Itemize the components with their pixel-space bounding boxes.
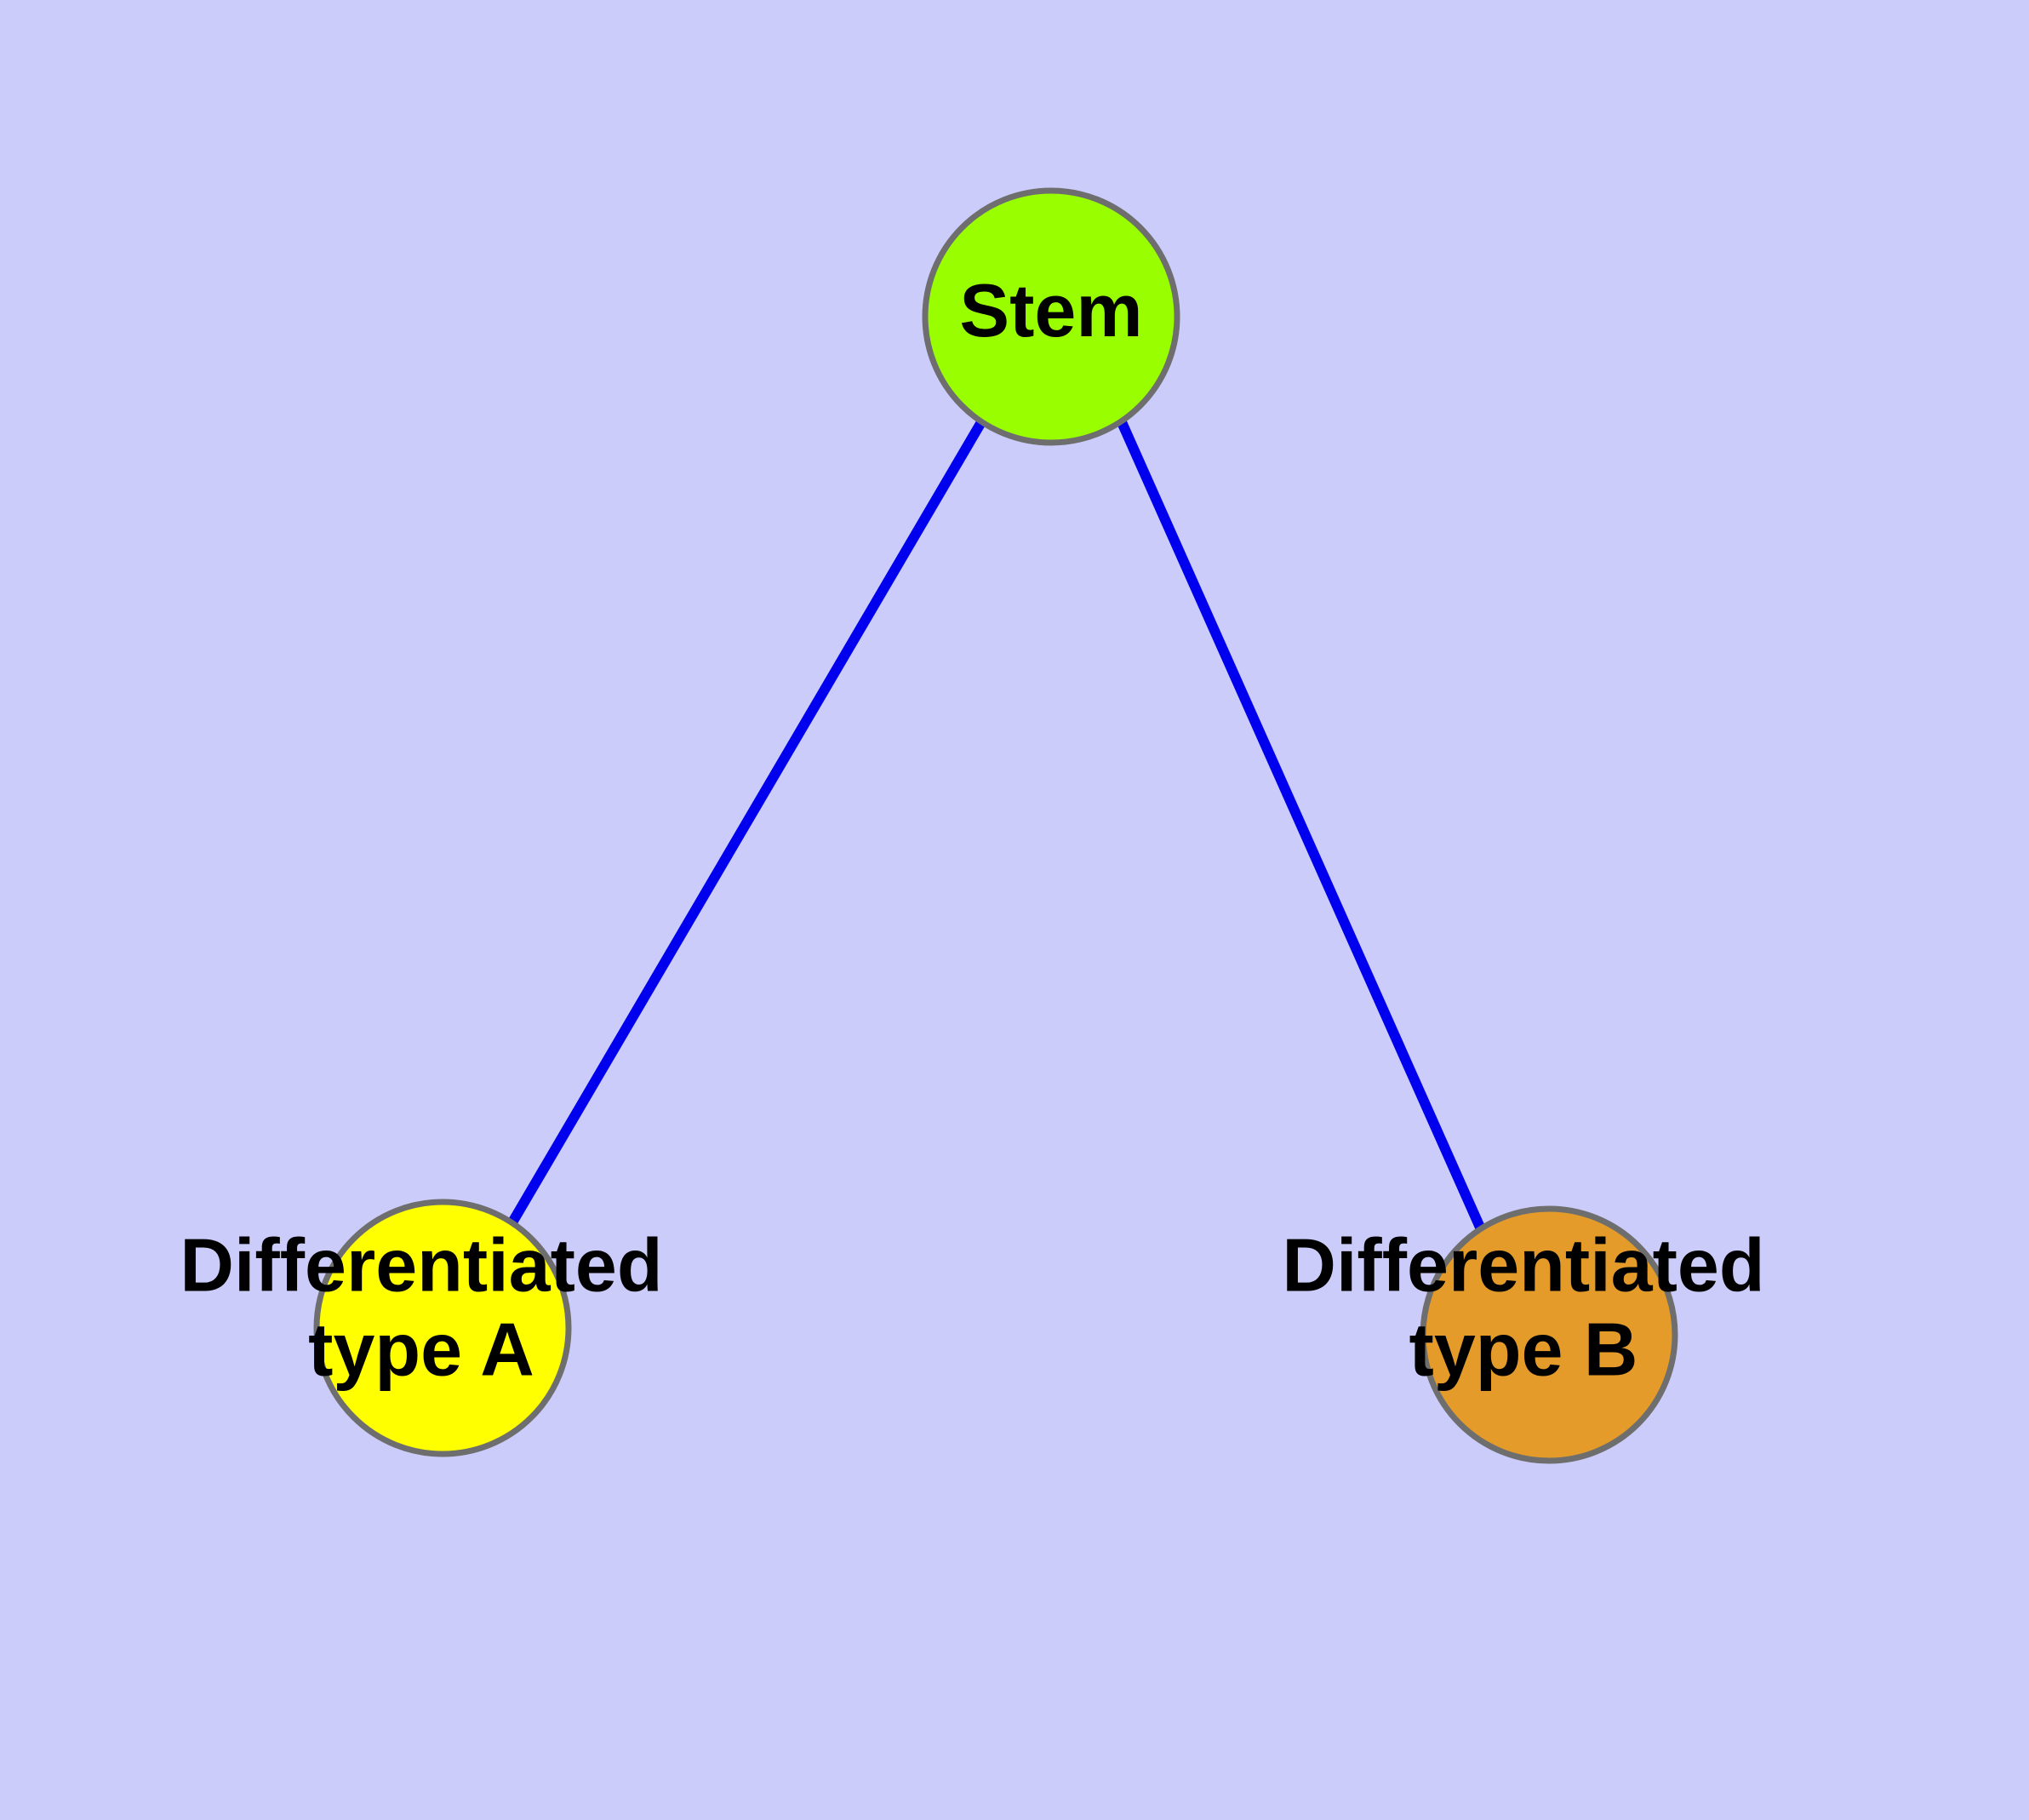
node-circle-diff-a[interactable] <box>313 1199 572 1457</box>
node-diff-a[interactable] <box>313 1199 572 1457</box>
node-label-stem: Stem <box>959 268 1142 352</box>
node-circle-diff-b[interactable] <box>1420 1205 1678 1464</box>
node-label-line: Stem <box>959 268 1142 352</box>
node-stem[interactable] <box>922 187 1180 446</box>
node-diff-b[interactable] <box>1420 1205 1678 1464</box>
node-label-line: Differentiated <box>180 1223 662 1308</box>
edge-stem-to-diff-a[interactable] <box>507 419 986 1226</box>
node-label-line: type B <box>1409 1308 1638 1392</box>
node-label-line: Differentiated <box>1282 1223 1764 1308</box>
edges-group <box>507 419 1486 1232</box>
node-label-line: type A <box>308 1308 534 1392</box>
node-circle-stem[interactable] <box>922 187 1180 446</box>
edge-stem-to-diff-b[interactable] <box>1117 420 1486 1232</box>
